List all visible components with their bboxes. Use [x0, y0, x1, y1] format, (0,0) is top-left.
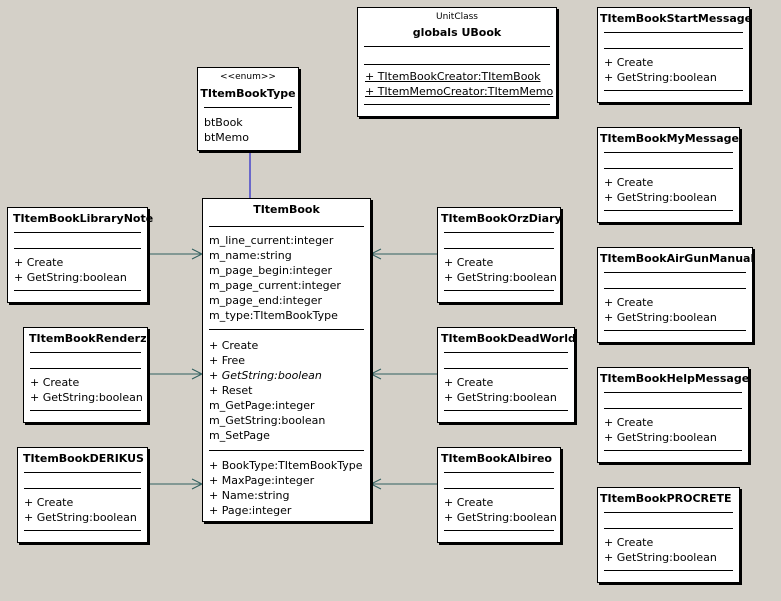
class-box-startmessage[interactable]: TItemBookStartMessage + Create + GetStri…	[597, 7, 753, 103]
class-box-albireo[interactable]: TItemBookAlbireo + Create + GetString:bo…	[437, 447, 561, 543]
inheritance-librarynote	[148, 248, 204, 260]
field: m_name:string	[209, 249, 292, 262]
operation: + GetString:boolean	[604, 431, 717, 444]
class-name: TItemBookAirGunManual	[600, 252, 755, 265]
operation: + Create	[444, 256, 494, 269]
class-box-ubook[interactable]: UnitClass globals UBook + TItemBookCreat…	[357, 7, 557, 117]
class-name: globals UBook	[412, 26, 502, 39]
method: m_SetPage	[209, 429, 270, 442]
class-box-itembook[interactable]: TItemBook m_line_current:integer m_name:…	[202, 198, 371, 522]
operation: + Create	[24, 496, 74, 509]
operation: + Create	[444, 496, 494, 509]
class-box-librarynote[interactable]: TItemBookLibraryNote + Create + GetStrin…	[7, 207, 153, 303]
operation: + TItemBookCreator:TItemBook	[365, 70, 541, 83]
operation: + Create	[604, 536, 654, 549]
class-name: TItemBookStartMessage	[600, 12, 753, 25]
inheritance-orzdiary	[369, 248, 437, 260]
property: + Name:string	[209, 489, 290, 502]
inheritance-deadworld	[369, 368, 437, 380]
class-box-mymessage[interactable]: TItemBookMyMessage + Create + GetString:…	[597, 127, 740, 223]
method: m_GetString:boolean	[209, 414, 326, 427]
field: m_line_current:integer	[209, 234, 334, 247]
operation: + GetString:boolean	[14, 271, 127, 284]
enum-value: btBook	[204, 116, 243, 129]
operation: + GetString:boolean	[24, 511, 137, 524]
field: m_page_current:integer	[209, 279, 341, 292]
enum-value: btMemo	[204, 131, 249, 144]
abstract-method: + GetString:boolean	[209, 369, 322, 382]
class-box-booktype[interactable]: <<enum>> TItemBookType btBook btMemo	[197, 67, 299, 151]
operation: + GetString:boolean	[444, 511, 557, 524]
class-name: TItemBookMyMessage	[600, 132, 739, 145]
class-name: TItemBookHelpMessage	[600, 372, 750, 385]
operation: + Create	[604, 56, 654, 69]
inheritance-derikus	[148, 478, 204, 490]
method: + Reset	[209, 384, 253, 397]
operation: + Create	[604, 296, 654, 309]
operation: + GetString:boolean	[444, 391, 557, 404]
class-name: TItemBookRenderz	[29, 332, 147, 345]
property: + Page:integer	[209, 504, 292, 517]
property: + BookType:TItemBookType	[209, 459, 363, 472]
stereotype-label: <<enum>>	[220, 72, 276, 82]
operation: + GetString:boolean	[444, 271, 557, 284]
operation: + GetString:boolean	[604, 191, 717, 204]
field: m_page_begin:integer	[209, 264, 333, 277]
class-box-airgunmanual[interactable]: TItemBookAirGunManual + Create + GetStri…	[597, 247, 755, 343]
class-name: TItemBookDERIKUS	[23, 452, 144, 465]
operation: + GetString:boolean	[604, 551, 717, 564]
class-name: TItemBookPROCRETE	[600, 492, 732, 505]
class-name: TItemBookDeadWorld	[441, 332, 576, 345]
class-name: TItemBookType	[200, 87, 296, 100]
method: + Free	[209, 354, 246, 367]
class-name: TItemBookAlbireo	[441, 452, 552, 465]
operation: + Create	[604, 416, 654, 429]
inheritance-albireo	[369, 478, 437, 490]
inheritance-renderz	[148, 368, 204, 380]
property: + MaxPage:integer	[209, 474, 315, 487]
class-box-helpmessage[interactable]: TItemBookHelpMessage + Create + GetStrin…	[597, 367, 749, 463]
field: m_type:TItemBookType	[209, 309, 338, 322]
operation: + GetString:boolean	[30, 391, 143, 404]
field: m_page_end:integer	[209, 294, 322, 307]
class-box-orzdiary[interactable]: TItemBookOrzDiary + Create + GetString:b…	[437, 207, 562, 303]
class-box-renderz[interactable]: TItemBookRenderz + Create + GetString:bo…	[23, 327, 148, 423]
stereotype-label: UnitClass	[436, 12, 478, 22]
operation: + GetString:boolean	[604, 311, 717, 324]
class-box-derikus[interactable]: TItemBookDERIKUS + Create + GetString:bo…	[17, 447, 148, 543]
method: + Create	[209, 339, 259, 352]
class-name: TItemBook	[253, 203, 320, 216]
class-name: TItemBookOrzDiary	[441, 212, 562, 225]
class-box-procrete[interactable]: TItemBookPROCRETE + Create + GetString:b…	[597, 487, 740, 583]
operation: + TItemMemoCreator:TItemMemo	[365, 85, 554, 98]
operation: + GetString:boolean	[604, 71, 717, 84]
operation: + Create	[444, 376, 494, 389]
operation: + Create	[14, 256, 64, 269]
class-box-deadworld[interactable]: TItemBookDeadWorld + Create + GetString:…	[437, 327, 576, 423]
operation: + Create	[30, 376, 80, 389]
method: m_GetPage:integer	[209, 399, 315, 412]
class-name: TItemBookLibraryNote	[13, 212, 154, 225]
operation: + Create	[604, 176, 654, 189]
